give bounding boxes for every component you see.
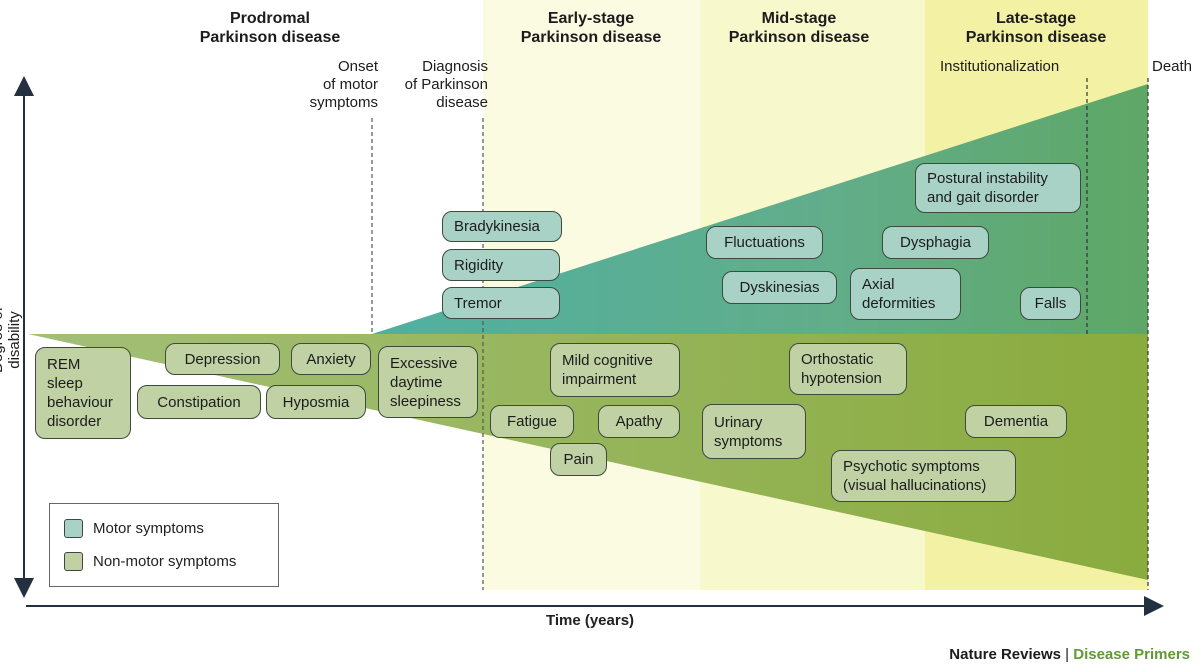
stage-title-line: Parkinson disease [199,29,341,46]
event-label-line: of Parkinson [404,76,488,93]
pill-line: hypotension [801,370,882,387]
event-label-line: of motor [322,76,378,93]
nonmotor-pill-mild-cognitive-impairment: Mild cognitive impairment [550,343,680,397]
pill-line: symptoms [714,432,783,450]
pill-line: (visual hallucinations) [843,477,987,494]
motor-pill-dyskinesias: Dyskinesias [722,271,837,304]
y-axis-label: Degree of disability [0,307,23,373]
stage-title-line: Late-stage [995,10,1077,27]
pill-line: Urinary [714,413,763,431]
pill-line: impairment [562,371,637,388]
legend-label-motor: Motor symptoms [93,520,204,537]
stage-title-line: Parkinson disease [728,29,870,46]
credit-separator: | [1065,646,1070,663]
credit-series: Disease Primers [1073,646,1190,663]
nonmotor-pill-dementia: Dementia [965,405,1067,438]
nonmotor-pill-fatigue: Fatigue [490,405,574,438]
journal-credit: Nature Reviews | Disease Primers [949,646,1190,663]
pill-line: and gait disorder [927,189,1039,206]
legend-row-nonmotor: Non-motor symptoms [64,552,236,571]
pill-line: Excessive [390,354,458,372]
stage-title-prodromal: Prodromal Parkinson disease [150,9,390,47]
stage-title-line: Parkinson disease [520,29,662,46]
pill-line: daytime [390,373,443,391]
pill-line: Psychotic symptoms [843,458,980,475]
motor-pill-postural-instability: Postural instability and gait disorder [915,163,1081,213]
x-axis-label: Time (years) [545,612,635,629]
stage-title-line: Parkinson disease [965,29,1107,46]
stage-title-line: Prodromal [229,10,310,27]
nonmotor-pill-depression: Depression [165,343,280,375]
nonmotor-pill-pain: Pain [550,443,607,476]
event-label-institutionalization: Institutionalization [940,58,1060,75]
event-label-line: Diagnosis [422,58,488,75]
pill-line: sleep [47,375,83,392]
nonmotor-pill-orthostatic-hypotension: Orthostatic hypotension [789,343,907,395]
legend-row-motor: Motor symptoms [64,519,204,538]
nonmotor-pill-anxiety: Anxiety [291,343,371,375]
credit-publisher: Nature Reviews [949,646,1061,663]
event-label-line: symptoms [309,94,378,111]
pill-line: behaviour [47,394,113,411]
event-label-line: disease [436,94,488,111]
motor-pill-fluctuations: Fluctuations [706,226,823,259]
motor-pill-rigidity: Rigidity [442,249,560,281]
event-label-death: Death [1152,58,1193,75]
nonmotor-pill-urinary-symptoms: Urinary symptoms [702,404,806,459]
pill-line: disorder [47,413,102,430]
nonmotor-pill-constipation: Constipation [137,385,261,419]
motor-pill-axial-deformities: Axial deformities [850,268,961,320]
pill-line: Mild cognitive [562,352,653,369]
pill-line: REM [47,356,81,373]
nonmotor-pill-rem-sleep-behaviour-disorder: REM sleep behaviour disorder [35,347,131,439]
pill-line: sleepiness [390,392,461,410]
motor-pill-tremor: Tremor [442,287,560,319]
event-label-diagnosis: Diagnosis of Parkinson disease [380,58,488,112]
legend-label-nonmotor: Non-motor symptoms [93,553,237,570]
event-label-line: Onset [337,58,378,75]
event-label-onset: Onset of motor symptoms [280,58,378,112]
stage-title-mid: Mid-stage Parkinson disease [679,9,919,47]
legend-swatch-nonmotor [64,552,83,571]
stage-title-line: Mid-stage [761,10,837,27]
pill-line: deformities [862,295,936,312]
motor-pill-dysphagia: Dysphagia [882,226,989,259]
stage-title-late: Late-stage Parkinson disease [916,9,1156,47]
stage-title-early: Early-stage Parkinson disease [471,9,711,47]
nonmotor-pill-hyposmia: Hyposmia [266,385,366,419]
nonmotor-pill-apathy: Apathy [598,405,680,438]
stage-title-line: Early-stage [547,10,635,27]
motor-pill-falls: Falls [1020,287,1081,320]
legend: Motor symptoms Non-motor symptoms [49,503,279,587]
legend-swatch-motor [64,519,83,538]
pill-line: Postural instability [927,170,1048,187]
motor-pill-bradykinesia: Bradykinesia [442,211,562,242]
pill-line: Axial [862,276,895,293]
pill-line: Orthostatic [801,351,874,368]
nonmotor-pill-excessive-daytime-sleepiness: Excessive daytime sleepiness [378,346,478,418]
nonmotor-pill-psychotic-symptoms: Psychotic symptoms (visual hallucination… [831,450,1016,502]
